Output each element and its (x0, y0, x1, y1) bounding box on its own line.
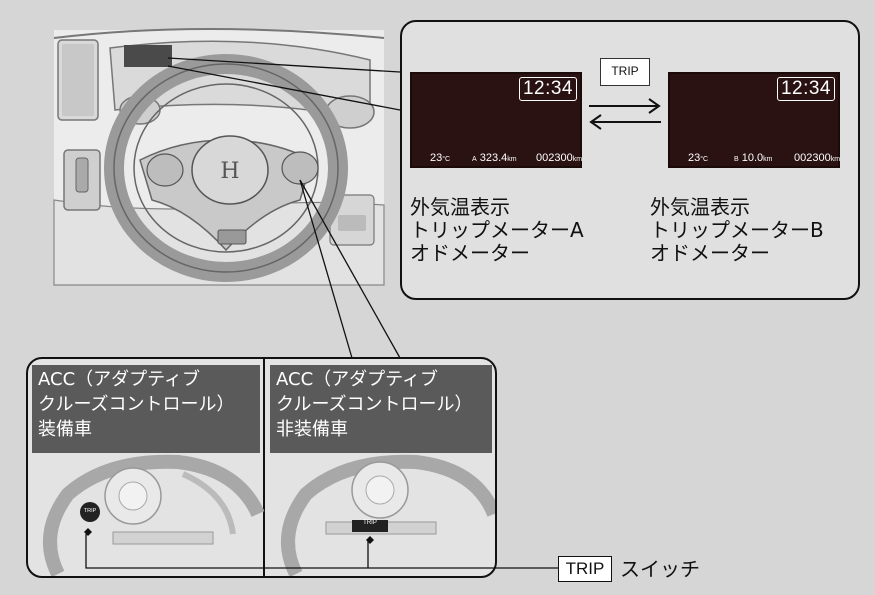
clock-a: 12:34 (518, 77, 577, 101)
trip-switch-label-box: TRIP (558, 556, 612, 582)
acc-equipped-header: ACC（アダプティブ クルーズコントロール） 装備車 (32, 365, 260, 453)
leader-line-switch-right (299, 179, 401, 359)
switch-illustrations (43, 454, 495, 576)
dashboard-drawing: H (53, 28, 385, 286)
acc-not-equipped-line-1: ACC（アダプティブ (276, 369, 439, 390)
trip-meter-a: A 323.4km (472, 152, 517, 164)
outside-temp-a: 23°C (430, 152, 451, 164)
toggle-arrows-icon (589, 98, 661, 130)
trip-button-round (80, 502, 100, 522)
caption-a-line-1: 外気温表示 (410, 195, 510, 219)
caption-b-line-2: トリップメーターB (650, 218, 824, 242)
clock-b: 12:34 (776, 77, 835, 101)
trip-switch-label-text: スイッチ (620, 557, 700, 581)
trip-button-label: TRIP (600, 58, 650, 86)
svg-text:H: H (220, 159, 239, 184)
meter-display-b: 12:34 23°C B 10.0km 002300km (668, 72, 840, 168)
leader-line-switch-left (299, 179, 353, 359)
caption-a-line-3: オドメーター (410, 241, 530, 265)
leader-line-bottom (167, 65, 401, 111)
acc-not-equipped-line-3: 非装備車 (276, 419, 348, 440)
outside-temp-b: 23°C (688, 152, 709, 164)
caption-b: 外気温表示 トリップメーターB オドメーター (650, 196, 824, 265)
acc-equipped-line-2: クルーズコントロール） (38, 394, 235, 415)
meter-display-a: 12:34 23°C A 323.4km 002300km (410, 72, 582, 168)
caption-a: 外気温表示 トリップメーターA オドメーター (410, 196, 584, 265)
trip-meter-b: B 10.0km (734, 152, 773, 164)
odometer-a: 002300km (536, 152, 583, 164)
odometer-b: 002300km (794, 152, 841, 164)
trip-button-rect-label: TRIP (363, 520, 377, 526)
acc-not-equipped-header: ACC（アダプティブ クルーズコントロール） 非装備車 (270, 365, 492, 453)
acc-equipped-line-3: 装備車 (38, 419, 92, 440)
trip-button-round-label: TRIP (83, 508, 97, 514)
caption-a-line-2: トリップメーターA (410, 218, 584, 242)
switch-detail-box: ACC（アダプティブ クルーズコントロール） 装備車 ACC（アダプティブ クル… (26, 357, 497, 578)
acc-not-equipped-line-2: クルーズコントロール） (276, 394, 473, 415)
meter-display (124, 45, 172, 67)
acc-equipped-line-1: ACC（アダプティブ (38, 369, 201, 390)
caption-b-line-1: 外気温表示 (650, 195, 750, 219)
caption-b-line-3: オドメーター (650, 241, 770, 265)
switch-left-drawing (43, 454, 265, 576)
trip-button-rect (352, 520, 388, 532)
leader-line-top (167, 57, 401, 73)
panel-divider (263, 359, 265, 576)
